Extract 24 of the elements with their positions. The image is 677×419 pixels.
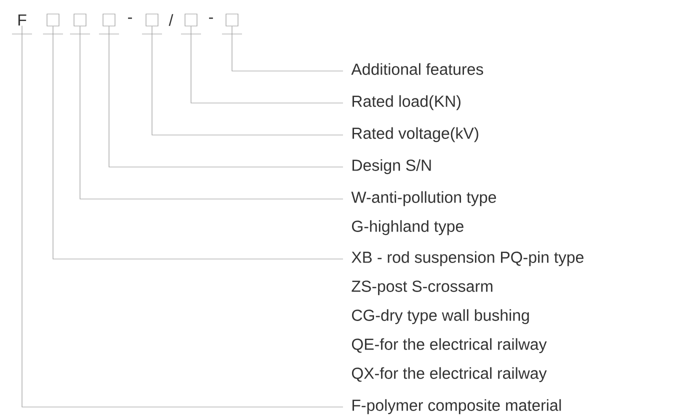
placeholder-box xyxy=(146,14,158,26)
code-letter: F xyxy=(18,14,26,26)
separator: - xyxy=(128,18,132,19)
description-text: W-anti-pollution type G-highland type xyxy=(351,191,496,236)
separator: - xyxy=(209,18,213,19)
leader-line xyxy=(52,26,344,260)
leader-line xyxy=(190,26,344,104)
description-text: Design S/N xyxy=(352,159,431,174)
separator: / xyxy=(168,14,174,26)
leader-line xyxy=(232,26,344,72)
placeholder-box xyxy=(74,14,86,26)
placeholder-box xyxy=(184,14,198,26)
leader-line xyxy=(22,25,344,408)
description-text: Additional features xyxy=(351,63,484,75)
leader-line xyxy=(108,26,344,168)
leader-line xyxy=(152,26,344,136)
description-text: Rated voltage(kV) xyxy=(352,127,478,142)
placeholder-box xyxy=(102,14,116,26)
description-text: Rated load(KN) xyxy=(352,95,460,110)
leader-line xyxy=(80,26,344,200)
placeholder-box xyxy=(226,14,238,26)
description-text: XB - rod suspension PQ-pin type ZS-post S-crossarm CG-dry type wall bushing QE-for the electrical railway QX-for the electrical railway xyxy=(352,251,584,382)
description-text: F-polymer composite material xyxy=(352,399,561,414)
placeholder-box xyxy=(46,14,60,26)
